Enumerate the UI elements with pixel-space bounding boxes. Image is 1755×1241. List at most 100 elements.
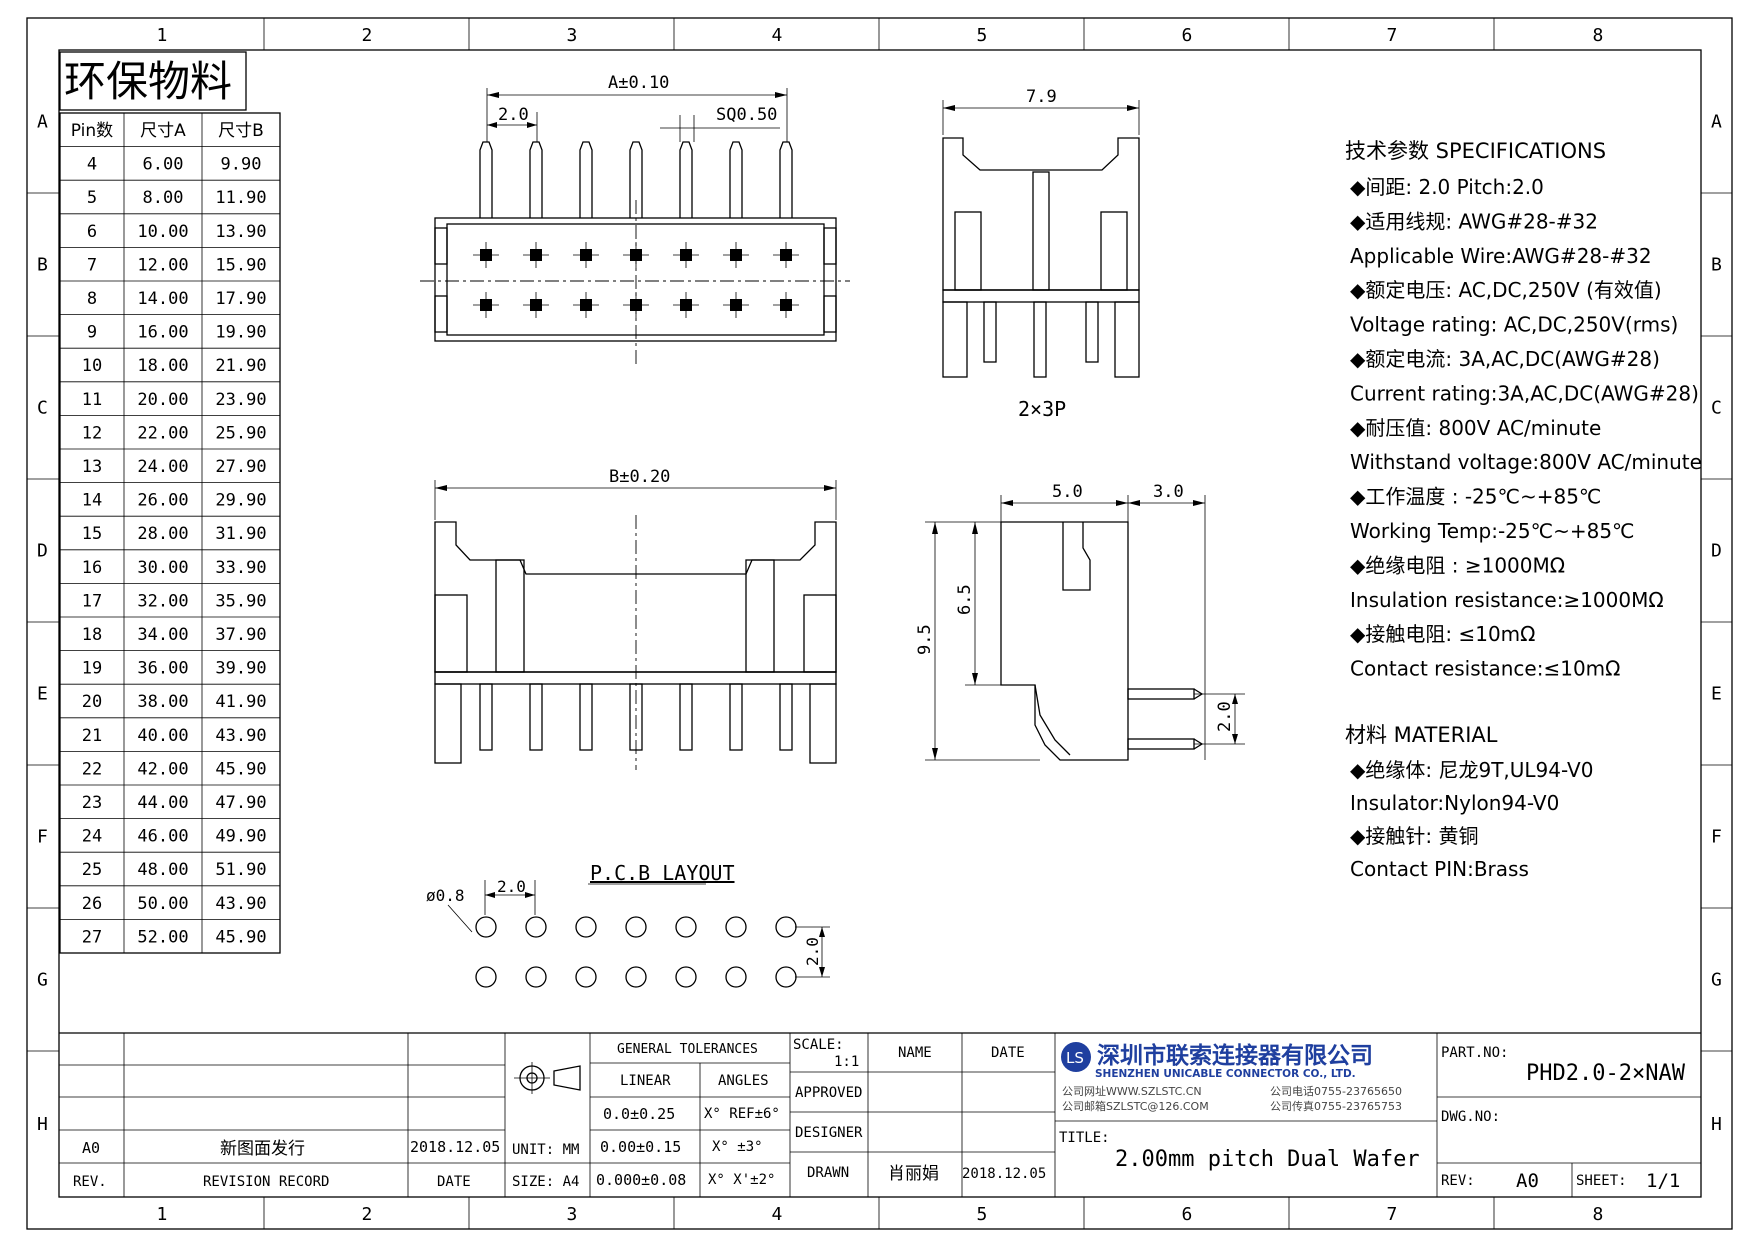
pin-table-cell: 43.90 (215, 894, 266, 914)
size-label: SIZE: A4 (512, 1174, 579, 1190)
pin-table-cell: 12 (82, 423, 102, 443)
dim-a-label: A±0.10 (608, 73, 669, 93)
inner-border (58, 49, 1702, 1198)
eco-label-box (59, 51, 247, 111)
pin-table-cell: 15.90 (215, 255, 266, 275)
pin-table-cell: 35.90 (215, 591, 266, 611)
rev-row-rev: A0 (82, 1139, 100, 1157)
frame-column-label: 7 (1387, 1204, 1398, 1225)
projection-symbol-icon (514, 1062, 581, 1094)
spec-heading: 技术参数 SPECIFICATIONS (1345, 139, 1606, 163)
pin-table-cell: 4 (87, 155, 97, 175)
specifications: 技术参数 SPECIFICATIONS ◆间距: 2.0 Pitch:2.0 ◆适… (1345, 139, 1702, 881)
dim-65-label: 6.5 (955, 584, 975, 615)
frame-row-label: F (1711, 827, 1722, 848)
drawing-title: 2.00mm pitch Dual Wafer (1115, 1147, 1420, 1172)
pin-table-cell: 46.00 (137, 827, 188, 847)
pin-table-cell: 25 (82, 860, 102, 880)
pin-table-cell: 14 (82, 491, 102, 511)
pin-table-header: 尺寸B (218, 121, 264, 141)
pin-table-cell: 24 (82, 827, 102, 847)
section-view: 5.0 3.0 9.5 6.5 2.0 (915, 482, 1245, 761)
frame-row-label: F (37, 827, 48, 848)
spec-line: Voltage rating: AC,DC,250V(rms) (1350, 313, 1678, 337)
spec-line: ◆绝缘电阻 : ≥1000MΩ (1350, 553, 1565, 577)
pin-table-cell: 45.90 (215, 927, 266, 947)
frame-row-label: E (37, 684, 48, 705)
linear-label: LINEAR (620, 1073, 671, 1089)
dim-95-label: 9.5 (915, 624, 935, 655)
unit-label: UNIT: MM (512, 1142, 579, 1158)
pin-table-cell: 23 (82, 793, 102, 813)
tol-lin-3: 0.000±0.08 (596, 1171, 686, 1189)
frame-row-label: A (1711, 112, 1722, 133)
spec-line: ◆额定电压: AC,DC,250V (有效值) (1350, 278, 1662, 302)
material-line: Insulator:Nylon94-V0 (1350, 791, 1559, 815)
pin-table-cell: 40.00 (137, 726, 188, 746)
company-web: 公司网址WWW.SZLSTC.CN (1062, 1084, 1202, 1098)
pin-table-cell: 24.00 (137, 457, 188, 477)
frame-column-label: 4 (772, 1204, 783, 1225)
pin-table-cell: 8 (87, 289, 97, 309)
spec-line: ◆耐压值: 800V AC/minute (1350, 416, 1601, 440)
approved-label: APPROVED (795, 1085, 862, 1101)
company-logo-icon: LS (1061, 1042, 1091, 1072)
pin-table-cell: 12.00 (137, 255, 188, 275)
spec-line: ◆接触电阻: ≤10mΩ (1350, 622, 1535, 646)
top-view: A±0.10 2.0 SQ0.50 (420, 73, 850, 365)
company-fax: 公司传真0755-23765753 (1270, 1099, 1402, 1113)
frame-row-label: E (1711, 684, 1722, 705)
rev-header-rev: REV. (73, 1174, 107, 1190)
title-block: A0 新图面发行 2018.12.05 REV. REVISION RECORD… (59, 1032, 1701, 1197)
spec-line: ◆适用线规: AWG#28-#32 (1350, 209, 1598, 233)
logo-letters: LS (1066, 1049, 1084, 1067)
pin-table-cell: 18 (82, 625, 102, 645)
pin-table-cell: 23.90 (215, 390, 266, 410)
dim-b-label: B±0.20 (609, 467, 670, 487)
dim-50-label: 5.0 (1052, 482, 1083, 502)
spec-line: ◆额定电流: 3A,AC,DC(AWG#28) (1350, 347, 1660, 371)
dim-sq-label: SQ0.50 (716, 105, 777, 125)
part-no-value: PHD2.0-2×NAW (1526, 1061, 1686, 1086)
pin-table-cell: 33.90 (215, 558, 266, 578)
pin-table-cell: 31.90 (215, 524, 266, 544)
spec-line: ◆间距: 2.0 Pitch:2.0 (1350, 175, 1544, 199)
pin-table-cell: 28.00 (137, 524, 188, 544)
frame-column-label: 8 (1593, 1204, 1604, 1225)
frame-column-label: 4 (772, 25, 783, 46)
pin-table-cell: 19 (82, 659, 102, 679)
tol-ang-2: X° ±3° (712, 1139, 763, 1155)
pin-table-cell: 42.00 (137, 759, 188, 779)
scale-value: 1:1 (834, 1054, 859, 1070)
rev-value: A0 (1516, 1170, 1539, 1192)
frame-row-label: C (1711, 398, 1722, 419)
tol-lin-1: 0.0±0.25 (603, 1105, 675, 1123)
frame-row-label: B (37, 255, 48, 276)
frame-row-label: D (37, 541, 48, 562)
frame-column-label: 6 (1182, 1204, 1193, 1225)
pin-table-cell: 9 (87, 323, 97, 343)
dwg-no-label: DWG.NO: (1441, 1109, 1500, 1125)
pcb-hole-label: ø0.8 (426, 886, 465, 905)
pin-table-cell: 22 (82, 759, 102, 779)
sheet-value: 1/1 (1646, 1170, 1680, 1192)
pin-table-header: 尺寸A (140, 121, 186, 141)
pin-table-cell: 8.00 (143, 188, 184, 208)
pin-table-cell: 20 (82, 692, 102, 712)
pin-table-cell: 17.90 (215, 289, 266, 309)
pin-table-cell: 5 (87, 188, 97, 208)
pin-table-cell: 10.00 (137, 222, 188, 242)
company-name-cn: 深圳市联索连接器有限公司 (1097, 1042, 1373, 1069)
frame-column-label: 6 (1182, 25, 1193, 46)
frame-column-label: 8 (1593, 25, 1604, 46)
pin-table-cell: 43.90 (215, 726, 266, 746)
pin-table-cell: 21.90 (215, 356, 266, 376)
pin-table-cell: 32.00 (137, 591, 188, 611)
pin-table-cell: 21 (82, 726, 102, 746)
drawn-name: 肖丽娟 (888, 1164, 939, 1184)
material-line: ◆绝缘体: 尼龙9T,UL94-V0 (1350, 758, 1593, 782)
spec-line: Contact resistance:≤10mΩ (1350, 657, 1620, 681)
drawn-date: 2018.12.05 (962, 1166, 1046, 1182)
pin-table-cell: 26 (82, 894, 102, 914)
